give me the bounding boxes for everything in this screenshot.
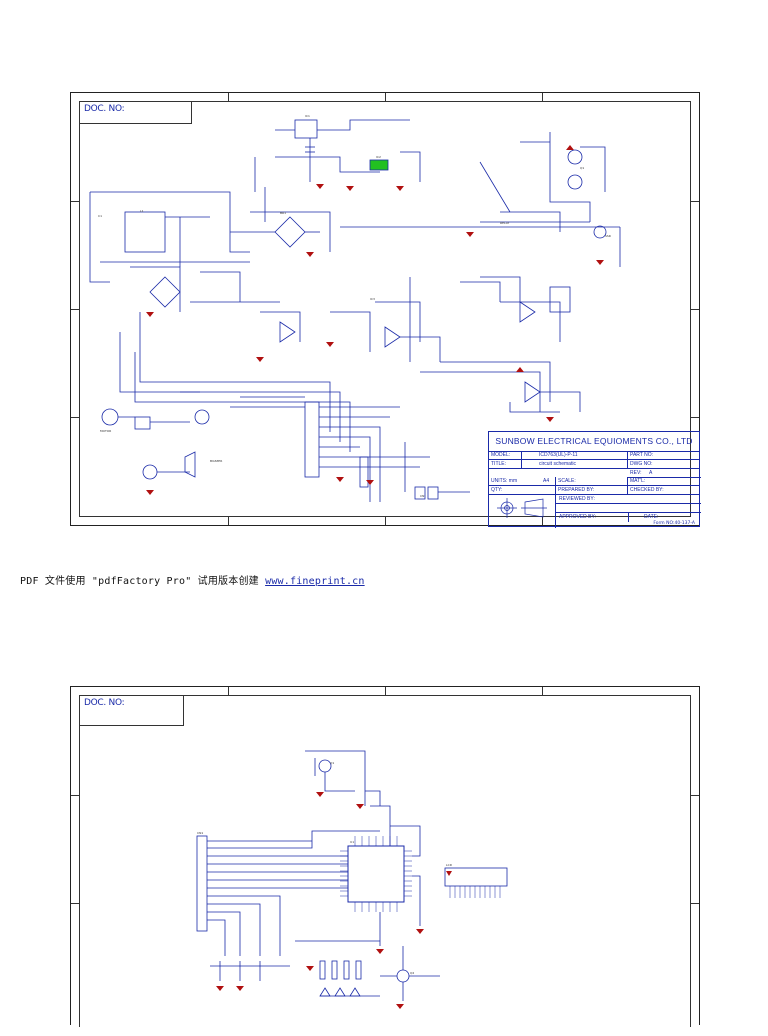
scale-label: SCALE: (558, 478, 576, 484)
frame-tick (228, 687, 229, 695)
svg-text:Q2: Q2 (410, 971, 414, 975)
svg-text:L1: L1 (140, 209, 144, 213)
model-label: MODEL: (491, 452, 511, 458)
title-row-reviewed: REVIEWED BY: (555, 495, 701, 504)
svg-text:BR1: BR1 (280, 211, 286, 215)
frame-tick (691, 309, 699, 310)
svg-text:BUZZER: BUZZER (210, 459, 222, 463)
svg-text:U1: U1 (350, 840, 354, 844)
qty-label: QTY: (491, 487, 503, 493)
svg-text:IC1: IC1 (305, 114, 310, 118)
rev-value: A (649, 470, 653, 476)
frame-tick (542, 687, 543, 695)
title-row-blank (555, 504, 701, 513)
prepared-label: PREPARED BY: (558, 487, 595, 493)
frame-tick (71, 795, 79, 796)
title-row-title: TITLE: circuit schematic DWG NO: (489, 460, 699, 469)
notice-text: PDF 文件使用 "pdfFactory Pro" 试用版本创建 (20, 576, 259, 587)
company-name: SUNBOW ELECTRICAL EQUIOMENTS CO., LTD (489, 432, 699, 452)
frame-tick (385, 687, 386, 695)
model-value: ICD763(UL)-P-11 (539, 452, 578, 458)
svg-text:CN1: CN1 (197, 831, 203, 835)
frame-tick (542, 517, 543, 525)
title-row-model: MODEL: ICD763(UL)-P-11 PART NO: (489, 451, 699, 460)
frame-tick (691, 417, 699, 418)
part-no-label: PART NO: (630, 452, 654, 458)
projection-symbol (489, 486, 556, 528)
title-value: circuit schematic (539, 461, 576, 467)
drawing-area: DOC. NO: (79, 101, 701, 528)
fineprint-link[interactable]: www.fineprint.cn (265, 576, 365, 587)
frame-tick (71, 417, 79, 418)
schematic-sheet-1: DOC. NO: (70, 92, 701, 528)
title-block: SUNBOW ELECTRICAL EQUIOMENTS CO., LTD MO… (488, 431, 701, 528)
svg-text:IC3: IC3 (370, 297, 375, 301)
svg-text:IC2: IC2 (376, 155, 381, 159)
title-row-rev: REV: A (627, 469, 701, 478)
frame-tick (542, 93, 543, 101)
svg-text:C1: C1 (98, 214, 102, 218)
frame-tick (385, 517, 386, 525)
frame-tick (71, 201, 79, 202)
svg-text:SSR: SSR (605, 234, 611, 238)
approved-label: APPROVED BY: (559, 514, 596, 520)
frame-tick (691, 795, 699, 796)
form-number: Form NO:40-137-A (653, 521, 695, 526)
title-row-units: UNITS: mm A4 SCALE: MAT'L: (489, 477, 699, 486)
svg-text:Q1: Q1 (330, 761, 334, 765)
doc-no-label: DOC. NO: (80, 102, 192, 124)
svg-text:Q1: Q1 (580, 166, 584, 170)
svg-text:MOTOR: MOTOR (100, 429, 111, 433)
schematic-sheet-2: DOC. NO: (70, 686, 700, 1027)
date-label: DATE: (644, 514, 659, 520)
frame-tick (228, 93, 229, 101)
title-label: TITLE: (491, 461, 507, 467)
frame-tick (691, 903, 699, 904)
size-value: A4 (543, 478, 550, 484)
drawing-area-2: DOC. NO: (79, 695, 691, 1027)
mat-label: MAT'L: (630, 478, 646, 484)
checked-label: CHECKED BY: (630, 487, 664, 493)
frame-tick (385, 93, 386, 101)
reviewed-label: REVIEWED BY: (559, 496, 595, 502)
pdf-creator-notice: PDF 文件使用 "pdfFactory Pro" 试用版本创建 www.fin… (20, 572, 365, 587)
mcu-schematic-drawing: Q1 CN1 U1 LCD Q2 (196, 750, 508, 1009)
frame-tick (228, 517, 229, 525)
circuit-schematic-drawing: IC1 IC2 C1 L1 BR1 IC3 MOTOR RELAY Q1 SSR… (89, 114, 621, 502)
svg-text:RELAY: RELAY (500, 221, 510, 225)
rev-label: REV: (630, 470, 642, 476)
frame-tick (71, 903, 79, 904)
svg-text:CN: CN (420, 494, 424, 498)
frame-tick (71, 309, 79, 310)
frame-tick (691, 201, 699, 202)
units-label: UNITS: mm (491, 478, 518, 484)
doc-no-label-2: DOC. NO: (80, 696, 184, 726)
dwg-no-label: DWG NO: (630, 461, 653, 467)
svg-text:LCD: LCD (446, 863, 453, 867)
projection-icon (497, 498, 547, 518)
